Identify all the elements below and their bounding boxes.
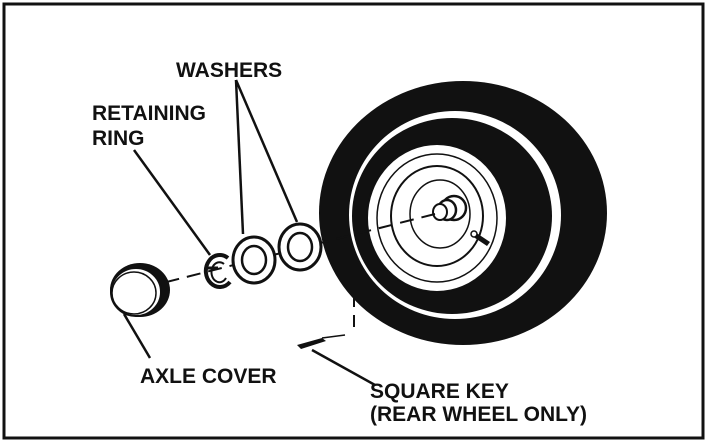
label-axle-cover: AXLE COVER xyxy=(140,365,277,388)
label-retaining-ring-line1: RETAINING xyxy=(92,102,206,125)
retaining-ring xyxy=(203,253,232,289)
washer xyxy=(277,222,323,272)
label-washers: WASHERS xyxy=(176,59,282,82)
label-retaining-ring-line2: RING xyxy=(92,127,145,150)
square-key xyxy=(297,334,346,349)
label-square-key-line1: SQUARE KEY xyxy=(370,380,509,403)
leader-lines xyxy=(122,79,376,387)
axle-hub xyxy=(432,194,490,246)
label-square-key-line2: (REAR WHEEL ONLY) xyxy=(370,403,587,426)
axle-cover xyxy=(110,263,170,317)
washer xyxy=(231,235,277,285)
